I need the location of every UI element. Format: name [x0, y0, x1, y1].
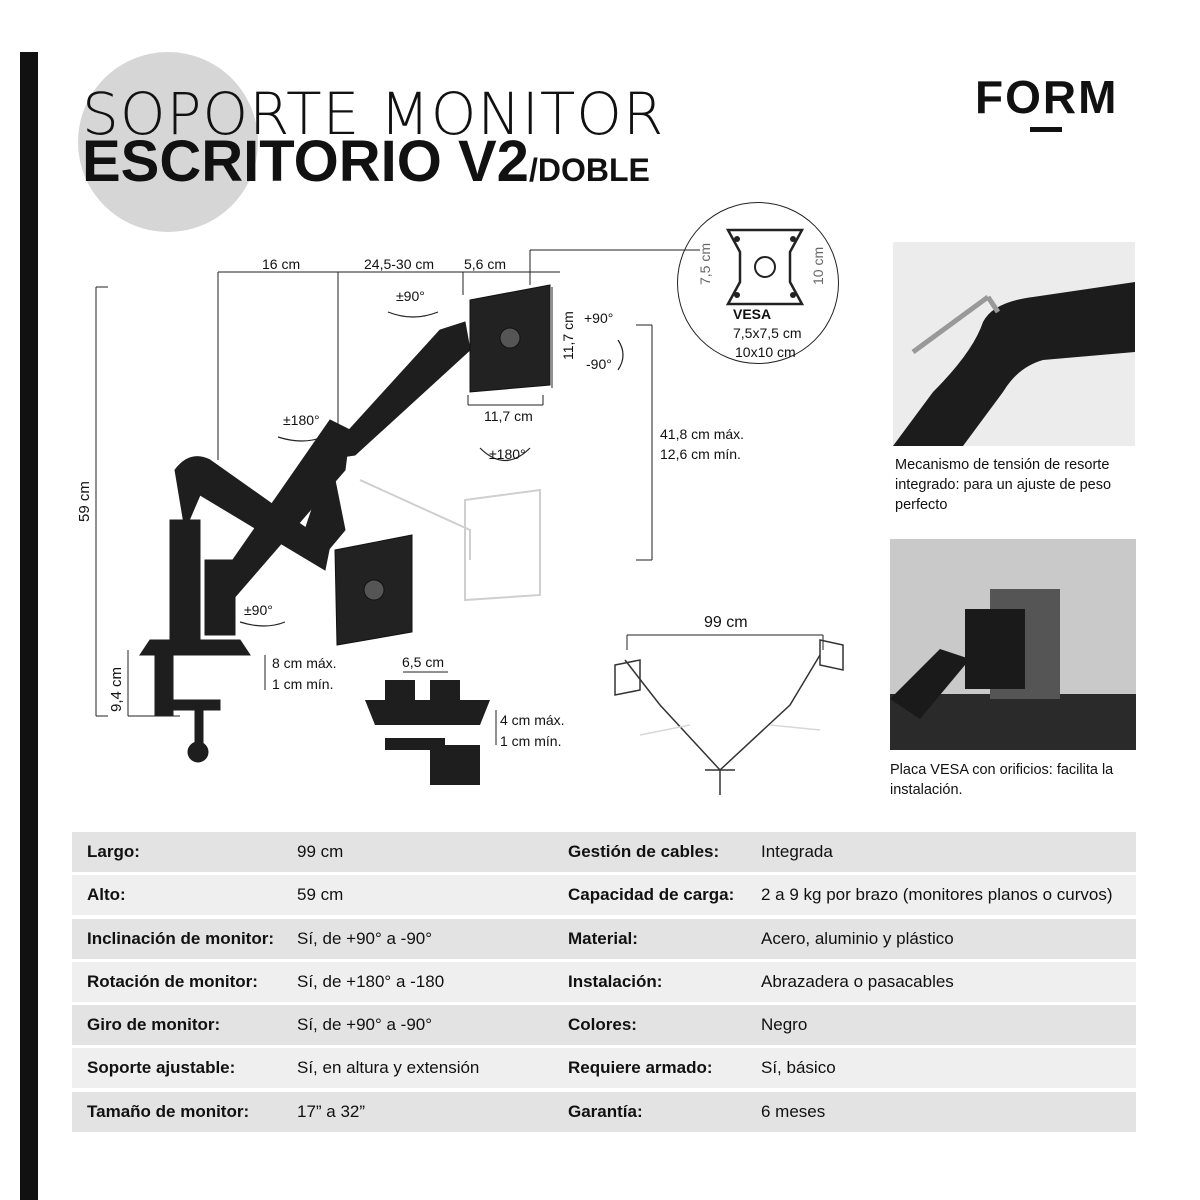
- spec-value: Integrada: [761, 842, 833, 861]
- spec-value: Sí, básico: [761, 1058, 836, 1078]
- spec-value: Sí, en altura y extensión: [297, 1058, 480, 1078]
- spec-row: Rotación de monitor: Sí, de +180° a -180 I…: [72, 961, 1136, 1002]
- spec-row: Inclinación de monitor: Sí, de +90° a -90…: [72, 918, 1136, 959]
- vesa-side-left: 7,5 cm: [697, 242, 713, 285]
- spec-value: Negro: [761, 1015, 808, 1035]
- grommet-min: 1 cm mín.: [500, 733, 562, 749]
- spec-value: 17” a 32”: [297, 1101, 366, 1121]
- height-min: 12,6 cm mín.: [660, 446, 741, 462]
- left-accent-bar: [20, 52, 38, 1200]
- spec-value: Sí, de +180° a -180: [297, 971, 445, 991]
- spring-mechanism-photo: [893, 242, 1135, 446]
- title-main: ESCRITORIO V2: [82, 129, 529, 194]
- spec-label: Requiere armado:: [568, 1058, 713, 1078]
- dim-24-30cm: 24,5-30 cm: [364, 256, 435, 272]
- title-line2: ESCRITORIO V2/DOBLE: [82, 132, 650, 200]
- vesa-plate-image: [890, 589, 1136, 750]
- spec-row: Tamaño de monitor: 17” a 32” Garantía: 6 me…: [72, 1091, 1136, 1132]
- vesa-size-2: 10x10 cm: [735, 344, 796, 360]
- spec-value: 59 cm: [297, 885, 344, 905]
- vesa-label: VESA: [733, 306, 772, 322]
- rotation-180-left: ±180°: [283, 412, 320, 428]
- spec-label: Instalación:: [568, 971, 663, 991]
- clamp-max: 8 cm máx.: [272, 655, 337, 671]
- spring-arm-image: [893, 282, 1135, 446]
- spec-label: Material:: [568, 928, 638, 948]
- total-height: 59 cm: [76, 481, 93, 522]
- title-circle: [78, 52, 258, 232]
- height-max: 41,8 cm máx.: [660, 426, 745, 442]
- spec-row: Soporte ajustable: Sí, en altura y extens…: [72, 1048, 1136, 1089]
- spec-value: 6 meses: [761, 1101, 826, 1121]
- title-suffix: /DOBLE: [528, 152, 650, 188]
- rotation-90-bottom: ±90°: [244, 602, 273, 618]
- dim-11-7cm-vertical: 11,7 cm: [560, 311, 576, 360]
- spec-value: 99 cm: [297, 842, 344, 861]
- spec-label: Tamaño de monitor:: [87, 1101, 250, 1121]
- spec-value: Abrazadera o pasacables: [761, 971, 954, 991]
- spec-value: Acero, aluminio y plástico: [761, 928, 954, 948]
- spec-row: Giro de monitor: Sí, de +90° a -90° Colore…: [72, 1005, 1136, 1046]
- clamp-min: 1 cm mín.: [272, 676, 334, 692]
- base-height: 9,4 cm: [108, 666, 125, 712]
- brand-logo: FORM: [975, 71, 1119, 123]
- vesa-plate-caption: Placa VESA con orificios: facilita la in…: [890, 762, 1114, 798]
- vesa-circle: [677, 202, 839, 364]
- title-line1: SOPORTE MONITOR: [82, 80, 665, 148]
- vesa-size-1: 7,5x7,5 cm: [733, 325, 802, 341]
- spec-label: Soporte ajustable:: [87, 1058, 236, 1078]
- brand-logo-dash: [1030, 127, 1062, 132]
- rotation-180-center: ±180°: [489, 446, 526, 462]
- spec-value: Sí, de +90° a -90°: [297, 1015, 433, 1035]
- spec-label: Rotación de monitor:: [87, 971, 258, 991]
- spec-label: Colores:: [568, 1015, 637, 1035]
- spec-row: Largo: 99 cm Gestión de cables: Integrada: [72, 832, 1136, 872]
- spec-label: Capacidad de carga:: [568, 885, 735, 905]
- vesa-side-right: 10 cm: [810, 246, 826, 285]
- spec-label: Giro de monitor:: [87, 1015, 221, 1035]
- tilt-up: +90°: [584, 310, 614, 326]
- rotation-90-top: ±90°: [396, 288, 425, 304]
- product-diagram: [95, 249, 844, 795]
- tilt-down: -90°: [586, 356, 612, 372]
- dim-11-7cm-horizontal: 11,7 cm: [484, 408, 533, 424]
- spring-caption: Mecanismo de tensión de resorte integrad…: [895, 457, 1112, 513]
- total-width: 99 cm: [704, 614, 748, 631]
- spec-label: Gestión de cables:: [568, 842, 720, 861]
- grommet-max: 4 cm máx.: [500, 712, 565, 728]
- vesa-plate-photo: [890, 539, 1136, 750]
- dim-16cm: 16 cm: [262, 256, 301, 272]
- spec-value: 2 a 9 kg por brazo (monitores planos o c…: [761, 885, 1113, 905]
- spec-row: Alto: 59 cm Capacidad de carga: 2 a 9 kg po…: [72, 875, 1136, 916]
- spec-label: Alto:: [87, 885, 126, 905]
- grommet-width: 6,5 cm: [402, 654, 445, 670]
- vesa-plate-icon: [725, 228, 805, 306]
- spec-label: Garantía:: [568, 1101, 643, 1121]
- spec-value: Sí, de +90° a -90°: [297, 928, 433, 948]
- spec-label: Largo:: [87, 842, 140, 861]
- dim-5-6cm: 5,6 cm: [464, 256, 507, 272]
- spec-label: Inclinación de monitor:: [87, 928, 275, 948]
